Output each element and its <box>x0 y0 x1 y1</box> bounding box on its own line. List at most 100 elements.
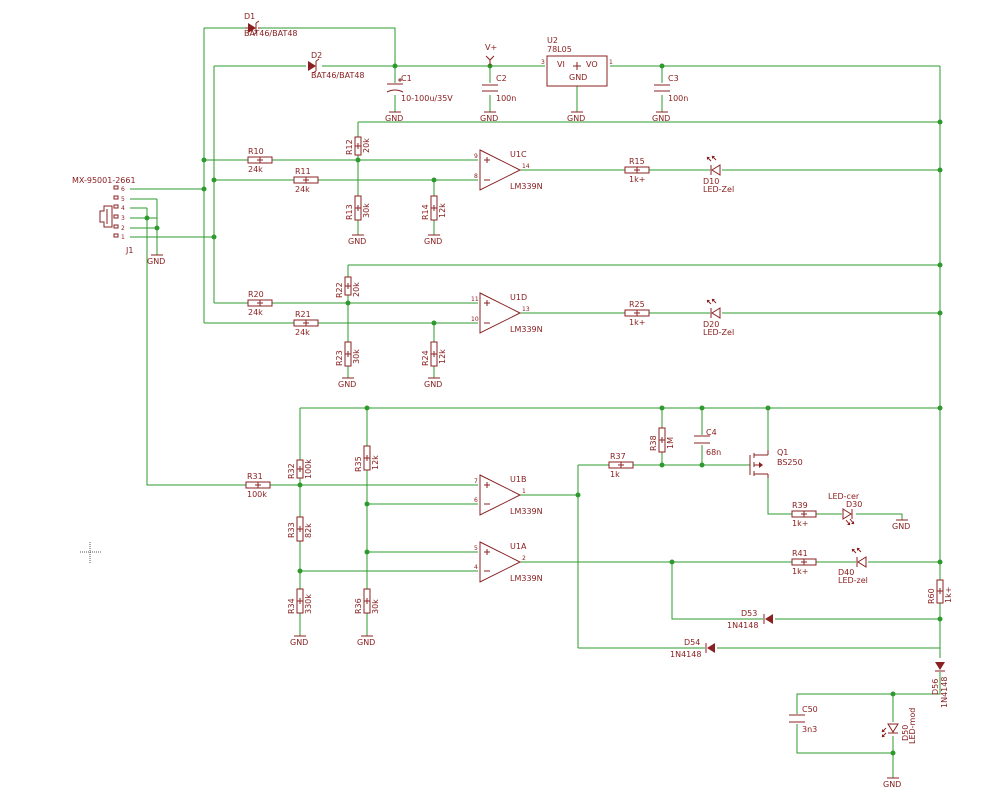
r31-value: 100k <box>247 490 267 499</box>
j1-pin1: 1 <box>121 234 125 241</box>
u2-pin1: 1 <box>609 59 613 66</box>
r25-ref: R25 <box>629 300 645 309</box>
u1a-pin4: 4 <box>474 564 478 571</box>
resistor-r37[interactable]: R37 1k <box>608 452 634 479</box>
gnd-d50: GND <box>883 777 901 789</box>
mosfet-q1[interactable]: Q1 BS250 <box>749 448 803 478</box>
resistor-r38[interactable]: R38 1M <box>649 427 675 453</box>
resistor-r33[interactable]: R33 82k <box>287 516 313 542</box>
led-d40[interactable]: D40 LED-zel <box>838 547 868 585</box>
r32-value: 100k <box>304 459 313 479</box>
r38-value: 1M <box>666 437 675 449</box>
svg-text:GND: GND <box>290 638 308 647</box>
led-d10[interactable]: D10 LED-Zel <box>703 155 734 194</box>
led-d50[interactable]: D50 LED-mod <box>881 708 917 744</box>
r11-ref: R11 <box>295 167 311 176</box>
comparator-u1a[interactable]: 5 4 2 U1A LM339N <box>474 541 543 583</box>
capacitor-c1[interactable]: C1 10-100u/35V <box>386 74 453 103</box>
led-d30[interactable]: D30 LED-cer <box>828 492 862 526</box>
d10-ref: D10 <box>703 177 719 186</box>
resistor-r11[interactable]: R11 24k <box>293 167 319 194</box>
comparator-u1b[interactable]: 7 6 1 U1B LM339N <box>474 474 543 516</box>
diode-d2[interactable]: D2 BAT46/BAT48 <box>308 51 365 80</box>
r41-ref: R41 <box>792 549 808 558</box>
resistor-r34[interactable]: R34 330k <box>287 588 313 614</box>
r10-value: 24k <box>248 165 263 174</box>
u1d-pin11: 11 <box>471 296 479 303</box>
svg-text:GND: GND <box>480 114 498 123</box>
capacitor-c3[interactable]: C3 100n <box>654 74 688 103</box>
capacitor-c2[interactable]: C2 100n <box>482 74 516 103</box>
d20-value: LED-Zel <box>703 328 734 337</box>
d40-ref: D40 <box>838 568 854 577</box>
svg-text:GND: GND <box>357 638 375 647</box>
d10-value: LED-Zel <box>703 185 734 194</box>
d56-ref: D56 <box>931 679 940 695</box>
r20-ref: R20 <box>248 290 264 299</box>
svg-text:GND: GND <box>892 522 910 531</box>
j1-pin5: 5 <box>121 196 125 203</box>
regulator-u2[interactable]: VI VO GND 3 1 U2 78L05 <box>541 36 613 87</box>
resistor-r10[interactable]: R10 24k <box>247 147 273 174</box>
resistor-r24[interactable]: R24 12k <box>421 341 447 367</box>
ground-symbols: GND GND GND GND GND GND GND GND GND GND … <box>147 111 910 789</box>
u2-ref: U2 <box>547 36 558 45</box>
comparator-u1c[interactable]: 9 8 14 U1C LM339N <box>474 149 543 191</box>
q1-ref: Q1 <box>777 448 788 457</box>
c2-value: 100n <box>496 94 516 103</box>
capacitor-c50[interactable]: C50 3n3 <box>789 705 818 734</box>
j1-value: MX-95001-2661 <box>72 176 136 185</box>
supply-label: V+ <box>485 43 497 52</box>
r14-value: 12k <box>438 203 447 218</box>
r37-ref: R37 <box>610 452 626 461</box>
resistor-r36[interactable]: R36 30k <box>354 588 380 614</box>
gnd-r13: GND <box>348 234 366 246</box>
resistor-r20[interactable]: R20 24k <box>247 290 273 317</box>
diode-d56[interactable]: D56 1N4148 <box>931 662 949 708</box>
crosshair-icon <box>80 542 101 563</box>
resistor-r23[interactable]: R23 30k <box>335 341 361 367</box>
r15-ref: R15 <box>629 157 645 166</box>
u1d-ref: U1D <box>510 293 527 302</box>
c2-ref: C2 <box>496 74 507 83</box>
d20-ref: D20 <box>703 320 719 329</box>
r34-value: 330k <box>304 594 313 614</box>
resistor-r12[interactable]: R12 20k <box>345 136 371 156</box>
resistor-r15[interactable]: R15 1k+ <box>624 157 650 184</box>
d54-ref: D54 <box>684 638 700 647</box>
r23-ref: R23 <box>335 350 344 366</box>
resistor-r41[interactable]: R41 1k+ <box>791 549 817 576</box>
resistor-r35[interactable]: R35 12k <box>354 445 380 472</box>
r35-ref: R35 <box>354 456 363 472</box>
resistor-r31[interactable]: R31 100k <box>245 472 271 499</box>
resistor-r21[interactable]: R21 24k <box>293 310 319 337</box>
j1-pin4: 4 <box>121 205 125 212</box>
u1c-pin14: 14 <box>522 163 530 170</box>
svg-text:GND: GND <box>338 380 356 389</box>
r11-value: 24k <box>295 185 310 194</box>
d40-value: LED-zel <box>838 576 868 585</box>
diode-d53[interactable]: D53 1N4148 <box>727 609 773 630</box>
comparator-u1d[interactable]: 11 10 13 U1D LM339N <box>471 292 543 334</box>
resistor-r32[interactable]: R32 100k <box>287 459 313 479</box>
resistor-r39[interactable]: R39 1k+ <box>791 501 817 528</box>
capacitor-c4[interactable]: C4 68n <box>694 428 721 457</box>
diode-d54[interactable]: D54 1N4148 <box>670 638 715 659</box>
resistor-r60[interactable]: R60 1k+ <box>927 579 953 604</box>
diode-d1[interactable]: D1 BAT46/BAT48 <box>244 12 298 38</box>
u2-vo: VO <box>586 60 598 69</box>
r33-value: 82k <box>304 523 313 538</box>
r23-value: 30k <box>352 349 361 364</box>
u1b-pin7: 7 <box>474 478 478 485</box>
led-d20[interactable]: D20 LED-Zel <box>703 298 734 337</box>
resistor-r25[interactable]: R25 1k+ <box>624 300 650 327</box>
r10-ref: R10 <box>248 147 264 156</box>
r33-ref: R33 <box>287 522 296 538</box>
connector-j1[interactable]: MX-95001-2661 6 5 4 3 2 1 J1 <box>72 176 136 255</box>
u2-vi: VI <box>557 60 565 69</box>
r13-value: 30k <box>362 203 371 218</box>
resistor-r13[interactable]: R13 30k <box>345 195 371 221</box>
resistor-r14[interactable]: R14 12k <box>421 195 447 221</box>
resistor-r22[interactable]: R22 20k <box>335 276 361 298</box>
